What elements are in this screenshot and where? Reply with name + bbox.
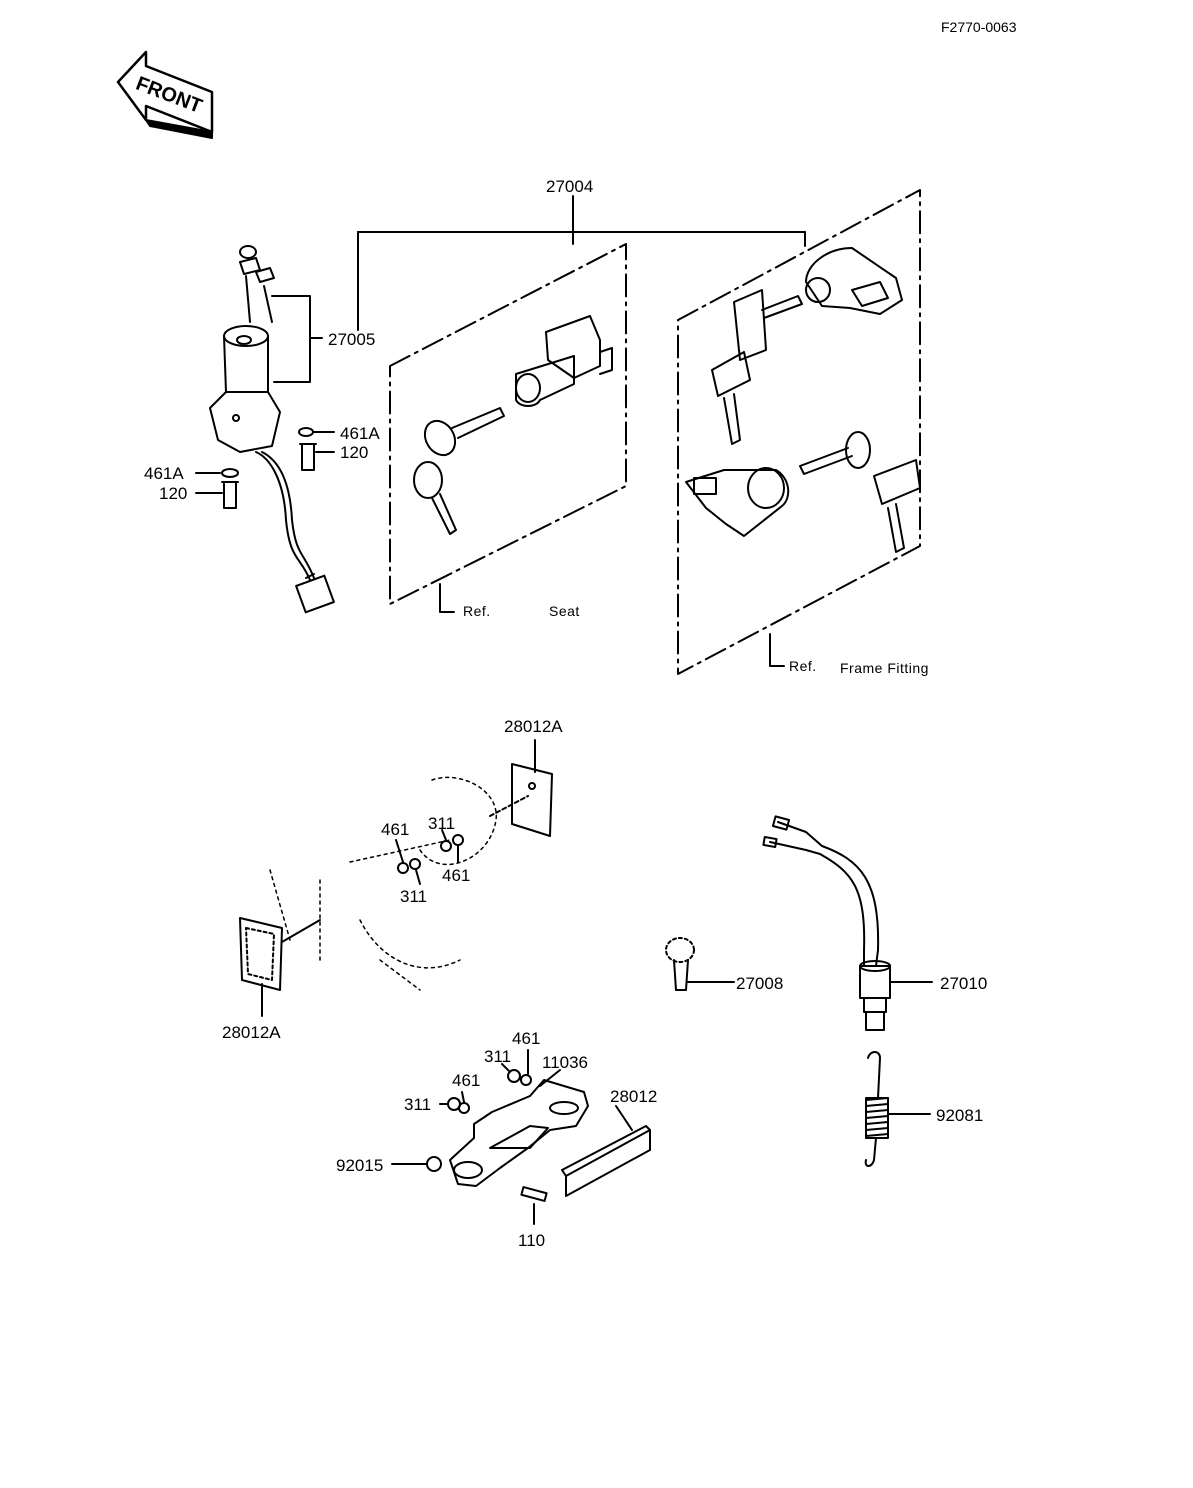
spring-92081: [864, 1051, 931, 1167]
washer-461-c: [520, 1074, 532, 1086]
leader-ref-frame: [769, 633, 785, 667]
nut-92015: [391, 1156, 442, 1172]
ref-seat-prefix: Ref.: [463, 603, 491, 619]
callout-461-a: 461: [381, 820, 410, 839]
reflector-28012A-bottom: [239, 917, 321, 1017]
kit-bracket-27004: [357, 195, 806, 331]
key-icon: [711, 289, 803, 445]
diagram-code: F2770-0063: [941, 19, 1017, 35]
seat-lock-panel: [389, 243, 627, 605]
callout-120-right: 120: [340, 443, 369, 462]
switch-27010: [762, 815, 933, 1031]
callout-120-left: 120: [159, 484, 188, 503]
washer-461-a: [409, 858, 421, 870]
callout-461-d: 461: [452, 1071, 481, 1090]
key-icon: [413, 407, 505, 535]
ref-seat-text: Seat: [549, 603, 580, 619]
ref-frame-text: Frame Fitting: [840, 660, 929, 676]
nut-311-b: [440, 840, 452, 852]
washer-461-b: [452, 834, 464, 846]
key-icon: [799, 431, 921, 553]
nut-311-a: [397, 862, 409, 874]
callout-311-a: 311: [428, 814, 456, 833]
callout-92081: 92081: [936, 1106, 984, 1125]
callout-110: 110: [518, 1231, 546, 1250]
callout-11036: 11036: [542, 1053, 589, 1072]
callout-27005: 27005: [328, 330, 376, 349]
leader-ref-seat: [439, 583, 455, 613]
callout-461-b: 461: [442, 866, 471, 885]
nut-311-d: [447, 1097, 461, 1111]
ignition-switch: [209, 245, 335, 614]
screw-120-right: [299, 443, 317, 471]
reflector-28012: [561, 1105, 651, 1197]
screw-120-left: [221, 481, 239, 509]
callout-28012A-top: 28012A: [504, 717, 563, 736]
callout-311-d: 311: [404, 1095, 432, 1114]
callout-27010: 27010: [940, 974, 988, 993]
bracket-11036: [449, 1069, 589, 1187]
bulb-27008: [665, 937, 735, 991]
callout-311-b: 311: [400, 887, 428, 906]
front-arrow-icon: FRONT: [116, 50, 214, 139]
callout-27004: 27004: [546, 177, 594, 196]
ref-frame-prefix: Ref.: [789, 658, 817, 674]
reflector-28012A-top: [489, 739, 553, 837]
nut-311-c: [507, 1069, 521, 1083]
callout-28012A-bottom: 28012A: [222, 1023, 281, 1042]
washer-461A-right: [298, 427, 314, 437]
leader-27005-bracket: [271, 295, 311, 383]
washer-461A-left: [221, 468, 239, 478]
callout-461A-left: 461A: [144, 464, 184, 483]
callout-28012: 28012: [610, 1087, 658, 1106]
callout-461A-right: 461A: [340, 424, 380, 443]
callout-27008: 27008: [736, 974, 784, 993]
frame-fitting-panel: [677, 189, 921, 675]
callout-461-c: 461: [512, 1029, 541, 1048]
callout-92015: 92015: [336, 1156, 384, 1175]
callout-311-c: 311: [484, 1047, 512, 1066]
screw-110: [520, 1186, 548, 1225]
